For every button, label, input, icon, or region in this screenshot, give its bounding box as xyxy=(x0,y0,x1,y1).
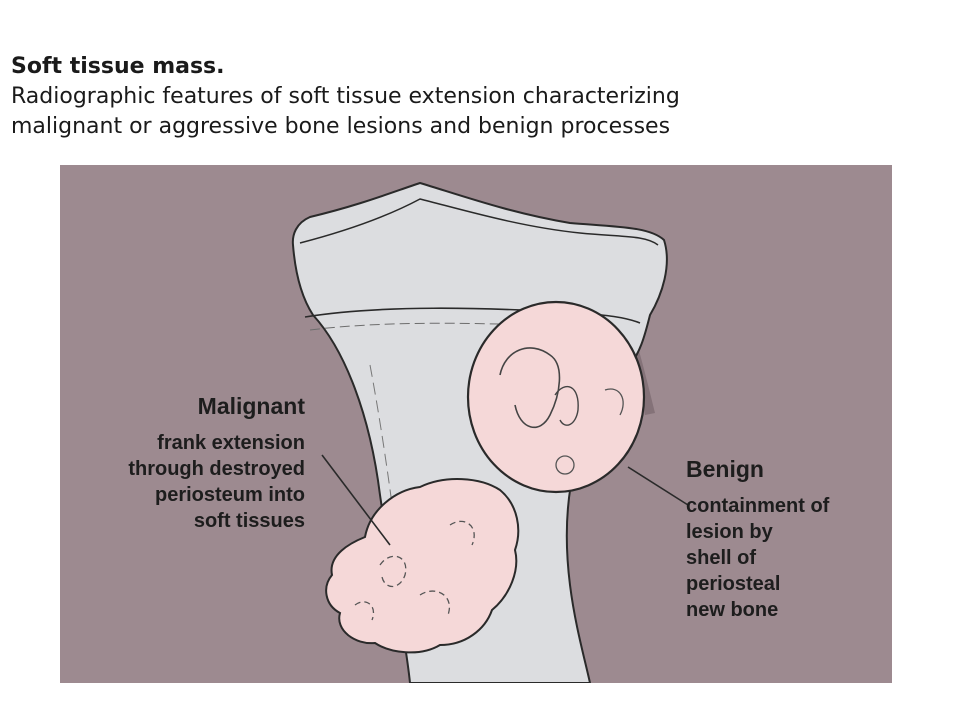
benign-lesion-texture-1 xyxy=(499,347,561,429)
caption: Soft tissue mass. Radiographic features … xyxy=(11,52,911,142)
articular-surface-line xyxy=(299,198,659,246)
malignant-desc-line-4: soft tissues xyxy=(193,510,305,532)
benign-lesion-texture-2 xyxy=(554,385,579,426)
illustration-canvas xyxy=(60,165,892,683)
growth-plate-inner-line xyxy=(309,322,581,331)
malignant-description: frank extension through destroyed perios… xyxy=(75,430,305,534)
caption-title: Soft tissue mass. xyxy=(11,54,225,79)
benign-lesion-texture-3 xyxy=(604,388,624,416)
caption-line-2: malignant or aggressive bone lesions and… xyxy=(11,114,671,139)
malignant-lesion-texture-4 xyxy=(354,601,375,621)
benign-desc-line-5: new bone xyxy=(686,599,779,621)
benign-desc-line-4: periosteal xyxy=(686,573,781,595)
malignant-lesion-texture-2 xyxy=(449,520,475,546)
malignant-lesion-texture-3 xyxy=(419,590,451,616)
malignant-lesion xyxy=(325,478,520,654)
benign-lesion xyxy=(466,300,646,494)
malignant-label: Malignant xyxy=(197,393,305,419)
malignant-desc-line-1: frank extension xyxy=(157,432,305,454)
benign-desc-line-3: shell of xyxy=(686,547,757,569)
benign-description: containment of lesion by shell of perios… xyxy=(686,493,886,623)
bone-lesion-illustration: Malignant frank extension through destro… xyxy=(60,165,892,683)
malignant-desc-line-2: through destroyed xyxy=(128,458,305,480)
benign-leader-line xyxy=(627,466,689,506)
caption-line-1: Radiographic features of soft tissue ext… xyxy=(11,84,680,109)
benign-lesion-texture-4 xyxy=(555,455,575,475)
benign-desc-line-2: lesion by xyxy=(686,521,773,543)
benign-desc-line-1: containment of xyxy=(686,495,830,517)
malignant-leader-line xyxy=(321,454,391,546)
malignant-lesion-texture-1 xyxy=(379,555,407,588)
benign-label: Benign xyxy=(686,456,764,482)
malignant-desc-line-3: periosteum into xyxy=(154,484,305,506)
